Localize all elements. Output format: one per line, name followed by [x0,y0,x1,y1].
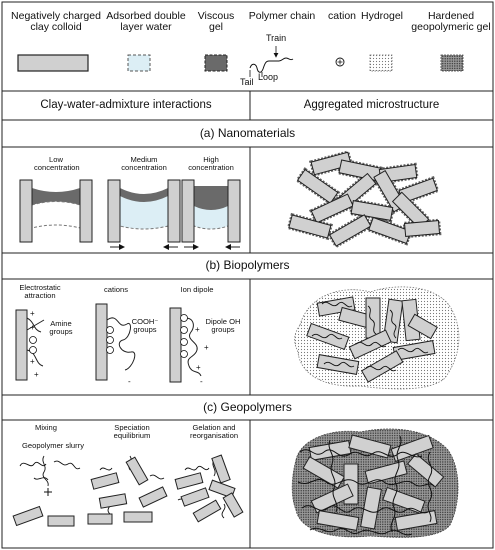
nano-diagrams [19,179,241,250]
legend-tail-label: Tail [240,77,254,87]
bio-dipole-label: Dipole OH groups [205,317,241,334]
nano-high-label: High concentration [188,155,234,172]
geogel-symbol [440,54,464,72]
svg-text:+: + [30,309,35,318]
bio-cations [29,314,188,358]
nano-low-label: Low concentration [34,155,80,172]
legend-clay-label: Negatively charged clay colloid [11,10,101,34]
section-title-nanomaterials: (a) Nanomaterials [199,126,296,140]
legend-polymer-label: Polymer chain [248,10,316,22]
svg-text:-: - [111,313,114,322]
svg-text:-: - [200,377,203,386]
svg-text:-: - [128,377,131,386]
bio-cooh-label: COOH⁻ groups [131,317,159,334]
svg-text:+: + [30,323,35,332]
svg-text:+: + [30,357,35,366]
legend-cation-label: cation [327,10,357,22]
bio-iondipole-label: Ion dipole [180,285,214,294]
svg-text:+: + [204,343,209,352]
hydrogel-symbol [369,54,393,72]
clay-symbol [17,54,89,72]
svg-text:+: + [34,370,39,379]
polymer-symbol [249,57,294,73]
section-title-biopolymers: (b) Biopolymers [205,258,290,272]
water-symbol [127,54,151,72]
bio-amine-label: Amine groups [49,319,73,336]
header-interactions: Clay-water-admixture interactions [40,99,212,111]
bio-charges: + + + + - - + + + - [30,309,209,386]
section-title-geopolymers: (c) Geopolymers [203,400,292,414]
geo-slurry-label: Geopolymer slurry [21,441,85,450]
legend-symbols [17,46,464,77]
nano-aggregate [286,150,442,249]
header-microstructure: Aggregated microstructure [303,99,440,111]
geo-aggregate [291,428,459,538]
bio-cations-label: cations [103,285,129,294]
gel-symbol [204,54,228,72]
legend-gel-label: Viscous gel [197,10,235,34]
geo-speciation-label: Speciation equilibrium [113,423,151,440]
legend-water-label: Adsorbed double layer water [106,10,186,34]
geo-diagrams [12,454,244,527]
legend-hydrogel-label: Hydrogel [360,10,404,22]
bio-diagrams [15,303,202,383]
nano-medium-label: Medium concentration [121,155,167,172]
legend-train-label: Train [266,33,287,43]
bio-aggregate [294,286,460,390]
legend-geogel-label: Hardened geopolymeric gel [411,10,491,34]
svg-text:+: + [196,363,201,372]
geo-gelation-label: Gelation and reorganisation [189,423,239,440]
bio-electrostatic-label: Electrostatic attraction [19,283,61,300]
geo-mixing-label: Mixing [35,423,57,432]
svg-text:+: + [195,325,200,334]
legend-loop-label: Loop [258,72,279,82]
